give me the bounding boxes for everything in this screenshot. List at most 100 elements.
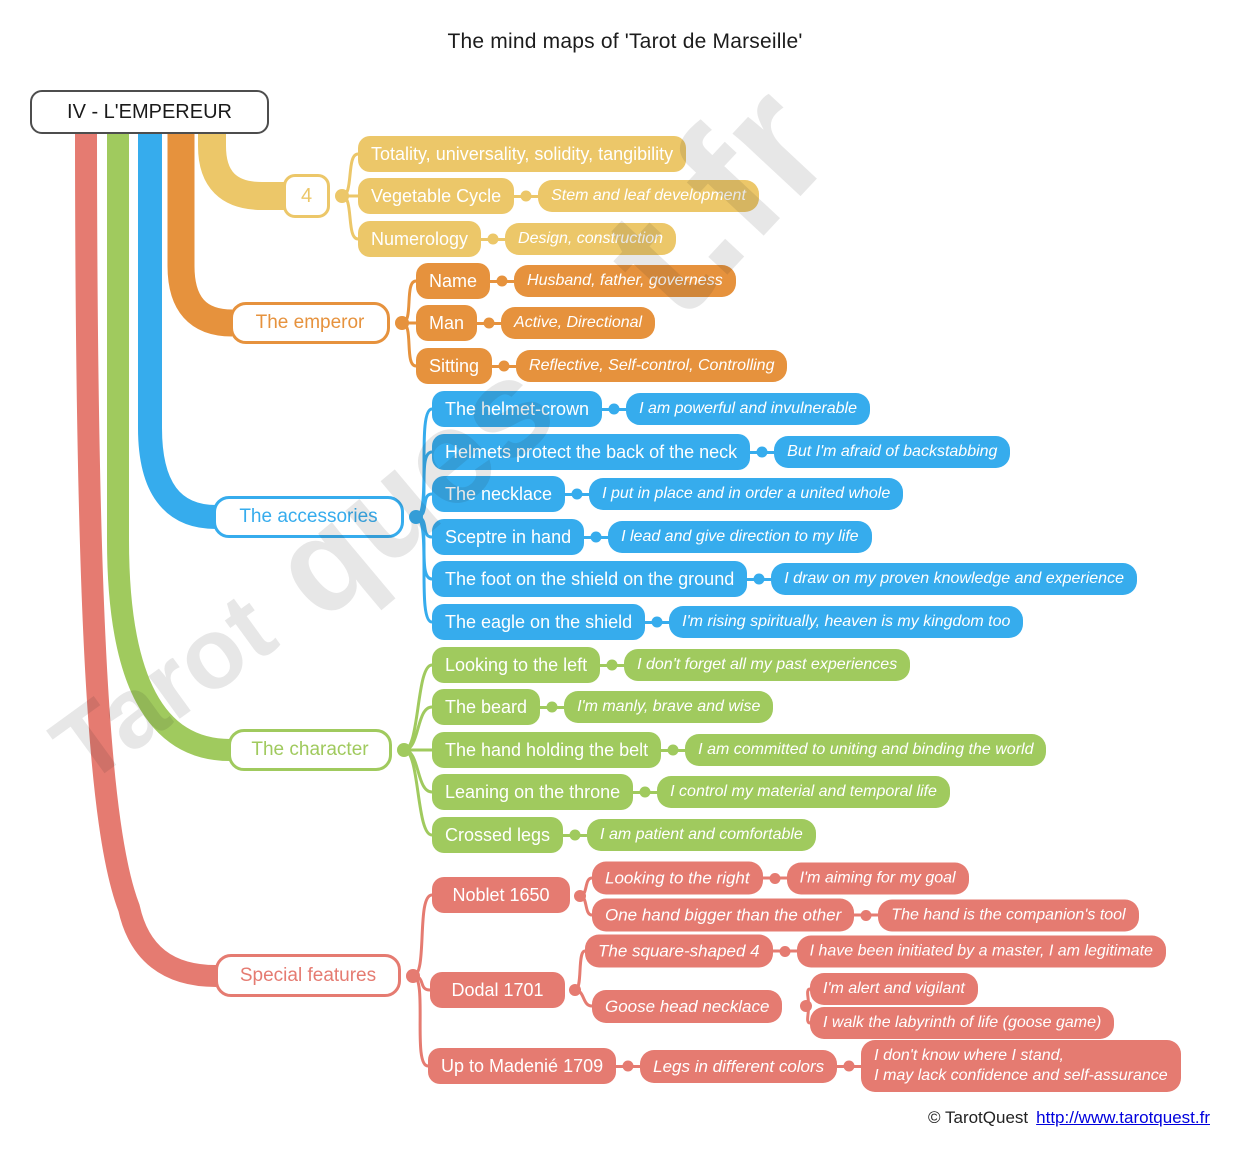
node-hand-belt: The hand holding the belt — [432, 732, 662, 768]
annotation-alert-vigilant: I'm alert and vigilant — [810, 973, 978, 1005]
node-helmet-crown: The helmet-crown — [432, 391, 603, 427]
bead-special — [406, 969, 420, 983]
annotation-necklace: I put in place and in order a united who… — [589, 478, 904, 510]
connector-dot-icon — [520, 190, 532, 202]
connector — [633, 786, 658, 798]
connector-dot-icon — [571, 488, 583, 500]
annotation-helmet-crown: I am powerful and invulnerable — [626, 393, 870, 425]
annotation-sceptre: I lead and give direction to my life — [608, 521, 872, 553]
annotation-looking-left: I don't forget all my past experiences — [624, 649, 911, 681]
connector-dot-icon — [639, 786, 651, 798]
bead-accessories — [409, 510, 423, 524]
node-man: Man — [416, 305, 478, 341]
node-dodal-1701: Dodal 1701 — [430, 972, 565, 1008]
connector-dot-icon — [779, 945, 791, 957]
ribbon-orange — [167, 122, 233, 337]
node-looking-right: Looking to the right — [592, 861, 763, 895]
connector-dot-icon — [569, 829, 581, 841]
connector-dot-icon — [769, 872, 781, 884]
footer: © TarotQuest http://www.tarotquest.fr — [928, 1108, 1210, 1128]
node-four: 4 — [283, 174, 330, 218]
connector — [540, 701, 565, 713]
node-one-hand-bigger: One hand bigger than the other — [592, 898, 855, 932]
connector — [747, 573, 772, 585]
connector — [514, 190, 539, 202]
annotation-crossed-legs: I am patient and comfortable — [587, 819, 816, 851]
connector — [490, 275, 515, 287]
connector — [602, 403, 627, 415]
connector-dot-icon — [546, 701, 558, 713]
connector-dot-icon — [860, 909, 872, 921]
connector — [661, 744, 686, 756]
node-square-shaped-4: The square-shaped 4 — [585, 934, 773, 968]
connector — [854, 909, 879, 921]
node-goose-head-necklace: Goose head necklace — [592, 990, 783, 1023]
node-name: Name — [416, 263, 491, 299]
connector-dot-icon — [608, 403, 620, 415]
connector-dot-icon — [651, 616, 663, 628]
tarotquest-link[interactable]: http://www.tarotquest.fr — [1036, 1108, 1210, 1127]
connector — [565, 488, 590, 500]
connector-dot-icon — [496, 275, 508, 287]
ribbon-blue — [138, 122, 217, 529]
connector-dot-icon — [606, 659, 618, 671]
connector — [563, 829, 588, 841]
connector — [584, 531, 609, 543]
bead-goose — [800, 1000, 812, 1012]
connector — [772, 945, 797, 957]
root-node: IV - L'EMPEREUR — [30, 90, 269, 134]
connector — [616, 1060, 641, 1072]
connector-dot-icon — [487, 233, 499, 245]
node-legs-different-colors: Legs in different colors — [640, 1049, 838, 1083]
annotation-labyrinth: I walk the labyrinth of life (goose game… — [810, 1007, 1115, 1039]
copyright-text: © TarotQuest — [928, 1108, 1029, 1127]
node-foot-shield: The foot on the shield on the ground — [432, 561, 748, 597]
ribbon-yellow — [198, 122, 284, 210]
annotation-helmets-protect: But I'm afraid of backstabbing — [774, 436, 1011, 468]
ribbon-red — [75, 121, 217, 987]
annotation-looking-right: I'm aiming for my goal — [786, 862, 969, 894]
node-crossed-legs: Crossed legs — [432, 817, 564, 853]
page-title: The mind maps of 'Tarot de Marseille' — [447, 30, 803, 53]
annotation-hand-belt: I am committed to uniting and binding th… — [685, 734, 1047, 766]
node-helmets-protect: Helmets protect the back of the neck — [432, 434, 751, 470]
node-necklace: The necklace — [432, 476, 566, 512]
connector — [481, 233, 506, 245]
node-sitting: Sitting — [416, 348, 493, 384]
ribbon-green — [107, 122, 231, 761]
connector — [837, 1060, 862, 1072]
connector-dot-icon — [622, 1060, 634, 1072]
annotation-leaning-throne: I control my material and temporal life — [657, 776, 950, 808]
connector-dot-icon — [843, 1060, 855, 1072]
bead-four — [335, 189, 349, 203]
node-the-emperor: The emperor — [230, 302, 390, 344]
annotation-legs-different-colors: I don't know where I stand, I may lack c… — [861, 1040, 1181, 1092]
annotation-vegetable-cycle: Stem and leaf development — [538, 180, 759, 212]
connector-dot-icon — [756, 446, 768, 458]
annotation-name: Husband, father, governess — [514, 265, 736, 297]
annotation-foot-shield: I draw on my proven knowledge and experi… — [771, 563, 1137, 595]
annotation-square-shaped-4: I have been initiated by a master, I am … — [796, 935, 1166, 967]
connector-dot-icon — [483, 317, 495, 329]
bead-noblet — [574, 890, 586, 902]
connector-dot-icon — [753, 573, 765, 585]
connector — [600, 659, 625, 671]
node-the-character: The character — [228, 729, 392, 771]
connector-dot-icon — [498, 360, 510, 372]
annotation-numerology: Design, construction — [505, 223, 677, 255]
node-beard: The beard — [432, 689, 541, 725]
connector — [762, 872, 787, 884]
node-vegetable-cycle: Vegetable Cycle — [358, 178, 515, 214]
annotation-man: Active, Directional — [501, 307, 656, 339]
connector — [750, 446, 775, 458]
bead-emperor — [395, 316, 409, 330]
node-totality: Totality, universality, solidity, tangib… — [358, 136, 687, 172]
node-looking-left: Looking to the left — [432, 647, 601, 683]
connector — [645, 616, 670, 628]
node-leaning-throne: Leaning on the throne — [432, 774, 634, 810]
connector — [477, 317, 502, 329]
node-eagle-shield: The eagle on the shield — [432, 604, 646, 640]
node-sceptre: Sceptre in hand — [432, 519, 585, 555]
